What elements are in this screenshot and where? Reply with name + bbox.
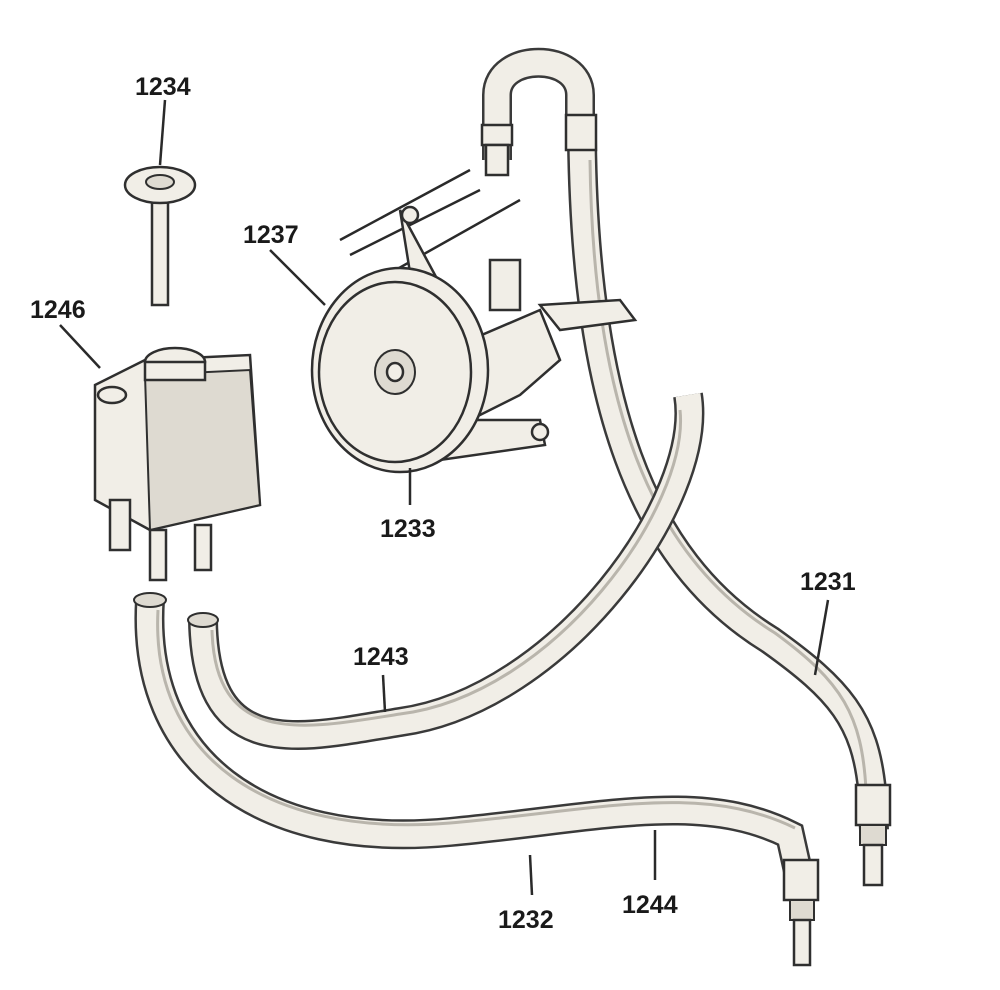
supply-hose-1243 <box>187 392 705 751</box>
callout-leaders <box>59 99 830 896</box>
callout-1243: 1243 <box>353 643 409 671</box>
callout-1231: 1231 <box>800 568 856 596</box>
callout-1233: 1233 <box>380 515 436 543</box>
callout-1246: 1246 <box>30 296 86 324</box>
callout-1234: 1234 <box>135 73 191 101</box>
callout-1244: 1244 <box>622 891 678 919</box>
pump-1237 <box>310 168 638 474</box>
reservoir-1246 <box>93 346 262 582</box>
return-hose-1232 <box>133 592 820 967</box>
callout-1232: 1232 <box>498 906 554 934</box>
callout-1237: 1237 <box>243 221 299 249</box>
reservoir-cap-1234 <box>123 165 197 307</box>
